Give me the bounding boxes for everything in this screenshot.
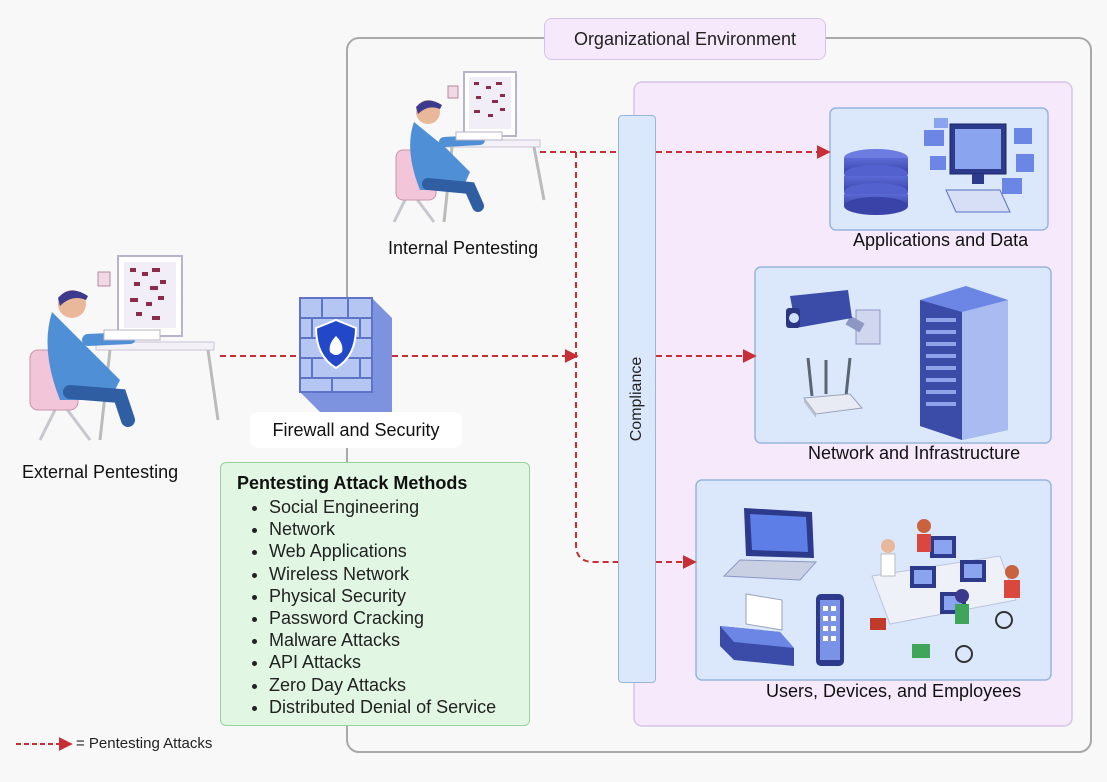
applications-data-label: Applications and Data: [853, 230, 1029, 250]
attack-methods-title: Pentesting Attack Methods: [237, 473, 468, 493]
external-pentester-illustration: [29, 255, 220, 441]
printer-icon: [720, 593, 794, 666]
compliance-bar: Compliance: [618, 115, 656, 683]
attack-method-item: API Attacks: [269, 651, 519, 673]
firewall-security-label: Firewall and Security: [250, 412, 462, 448]
applications-computer-icon: [924, 118, 1034, 213]
laptop-icon: [722, 508, 818, 581]
server-rack-icon: [920, 286, 1008, 440]
internal-pentester-illustration: [392, 71, 546, 223]
network-infrastructure-label: Network and Infrastructure: [808, 443, 1021, 463]
wifi-router-icon: [803, 357, 863, 418]
attack-methods-box: Pentesting Attack Methods Social Enginee…: [220, 462, 530, 726]
compliance-label: Compliance: [628, 356, 645, 442]
vertical-split-line: [575, 152, 618, 563]
attack-method-item: Web Applications: [269, 540, 519, 562]
attack-method-item: Network: [269, 518, 519, 540]
attack-method-item: Password Cracking: [269, 607, 519, 629]
smartphone-icon: [816, 594, 844, 666]
users-devices-employees-label: Users, Devices, and Employees: [766, 681, 1022, 701]
internal-pentesting-label: Internal Pentesting: [388, 238, 539, 258]
database-icon: [844, 149, 908, 215]
attack-method-item: Malware Attacks: [269, 629, 519, 651]
external-pentesting-label: External Pentesting: [22, 462, 179, 482]
organizational-environment-label: Organizational Environment: [544, 18, 826, 60]
attack-methods-list: Social Engineering Network Web Applicati…: [237, 496, 519, 718]
attack-method-item: Physical Security: [269, 585, 519, 607]
security-camera-icon: [786, 290, 881, 345]
employees-office-icon: [870, 519, 1020, 663]
legend-label: = Pentesting Attacks: [76, 735, 213, 752]
attack-method-item: Distributed Denial of Service: [269, 696, 519, 718]
attack-method-item: Wireless Network: [269, 563, 519, 585]
attack-method-item: Social Engineering: [269, 496, 519, 518]
attack-method-item: Zero Day Attacks: [269, 674, 519, 696]
firewall-icon: [299, 297, 392, 412]
attack-paths: [220, 145, 831, 569]
